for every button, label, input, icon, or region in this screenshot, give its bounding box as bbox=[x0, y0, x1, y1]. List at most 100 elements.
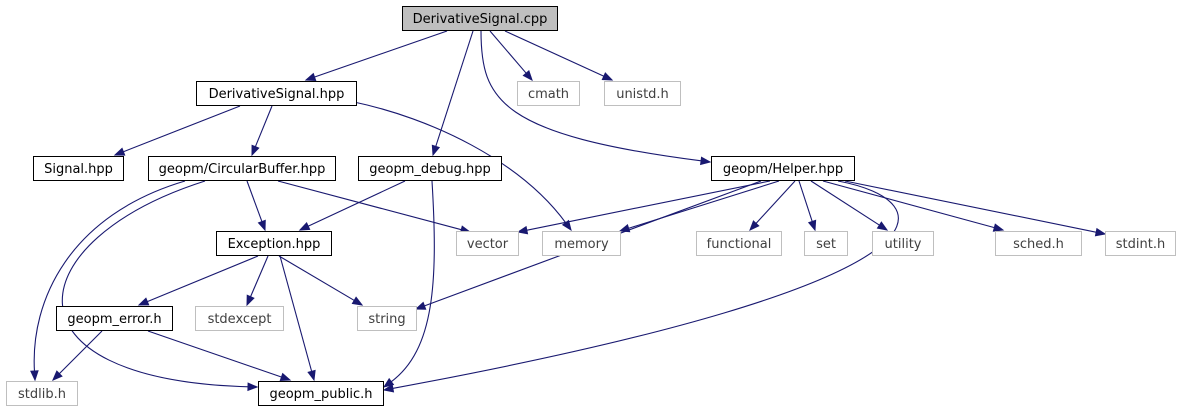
edge-arrowhead bbox=[351, 296, 364, 306]
edge-exception-hpp-to-geopm-public-h bbox=[279, 255, 316, 382]
edge-helper-hpp-to-stdint-h bbox=[844, 180, 1107, 237]
edge-arrowhead bbox=[431, 144, 441, 157]
edge-line bbox=[313, 30, 448, 78]
edge-arrowhead bbox=[382, 377, 395, 388]
edge-helper-hpp-to-geopm-public-h bbox=[382, 180, 899, 393]
edge-line bbox=[278, 255, 356, 302]
edge-line bbox=[307, 180, 406, 228]
node-vector: vector bbox=[456, 231, 519, 256]
node-derivativesignal-cpp[interactable]: DerivativeSignal.cpp bbox=[402, 6, 558, 31]
edge-arrowhead bbox=[700, 156, 712, 166]
edge-line bbox=[822, 180, 996, 229]
node-derivativesignal-hpp[interactable]: DerivativeSignal.hpp bbox=[196, 81, 357, 106]
node-label: geopm/CircularBuffer.hpp bbox=[159, 162, 326, 177]
edge-arrowhead bbox=[382, 384, 395, 393]
edge-arrowhead bbox=[1094, 227, 1107, 237]
edge-line bbox=[810, 180, 881, 227]
node-label: geopm/Helper.hpp bbox=[723, 162, 843, 177]
node-box bbox=[216, 231, 332, 256]
edge-geopm-debug-hpp-to-geopm-public-h bbox=[382, 180, 435, 388]
edge-line bbox=[844, 180, 1098, 233]
edge-arrowhead bbox=[522, 69, 533, 82]
node-box bbox=[196, 81, 357, 106]
node-signal-hpp[interactable]: Signal.hpp bbox=[33, 156, 124, 181]
node-label: stdlib.h bbox=[18, 387, 66, 402]
edge-derivativesignal-cpp-to-cmath bbox=[489, 30, 533, 82]
edge-derivativesignal-cpp-to-derivativesignal-hpp bbox=[304, 30, 448, 81]
edge-circularbuffer-hpp-to-geopm-public-h bbox=[61, 180, 259, 392]
node-label: vector bbox=[467, 237, 509, 252]
node-geopm-public-h[interactable]: geopm_public.h bbox=[258, 381, 384, 406]
node-box bbox=[542, 231, 621, 256]
node-utility: utility bbox=[872, 231, 934, 256]
edge-line bbox=[277, 180, 463, 231]
edge-line bbox=[61, 180, 250, 388]
node-box bbox=[258, 381, 384, 406]
edge-arrowhead bbox=[279, 372, 292, 382]
edge-arrowhead bbox=[749, 220, 760, 231]
edge-arrowhead bbox=[113, 147, 126, 156]
edge-exception-hpp-to-string bbox=[278, 255, 364, 306]
node-memory: memory bbox=[542, 231, 621, 256]
node-box bbox=[402, 6, 558, 31]
edge-arrowhead bbox=[251, 144, 260, 157]
edge-line bbox=[279, 255, 313, 373]
node-label: DerivativeSignal.cpp bbox=[413, 12, 548, 27]
node-label: string bbox=[368, 312, 405, 327]
node-geopm-error-h[interactable]: geopm_error.h bbox=[56, 306, 173, 331]
edge-arrowhead bbox=[298, 222, 311, 231]
node-label: sched.h bbox=[1013, 237, 1064, 252]
node-helper-hpp[interactable]: geopm/Helper.hpp bbox=[711, 156, 855, 181]
edge-line bbox=[755, 180, 796, 225]
node-label: geopm_debug.hpp bbox=[369, 162, 491, 177]
edge-arrowhead bbox=[307, 369, 316, 382]
edge-circularbuffer-hpp-to-stdlib-h bbox=[30, 180, 186, 382]
node-label: DerivativeSignal.hpp bbox=[209, 87, 345, 102]
node-box bbox=[456, 231, 519, 256]
edge-derivativesignal-cpp-to-helper-hpp bbox=[480, 30, 712, 166]
edge-helper-hpp-to-utility bbox=[810, 180, 889, 231]
edge-helper-hpp-to-sched-h bbox=[822, 180, 1005, 232]
edge-circularbuffer-hpp-to-exception-hpp bbox=[246, 180, 266, 232]
edge-derivativesignal-cpp-to-unistd-h bbox=[504, 30, 614, 81]
node-label: stdint.h bbox=[1116, 237, 1165, 252]
node-string: string bbox=[357, 306, 417, 331]
edge-line bbox=[798, 180, 814, 223]
node-label: geopm_error.h bbox=[67, 312, 161, 327]
edge-line bbox=[147, 330, 283, 378]
node-exception-hpp[interactable]: Exception.hpp bbox=[216, 231, 332, 256]
edge-helper-hpp-to-set bbox=[798, 180, 817, 232]
node-unistd-h: unistd.h bbox=[604, 81, 681, 106]
node-box bbox=[696, 231, 782, 256]
edge-arrowhead bbox=[304, 72, 317, 81]
node-box bbox=[148, 156, 336, 181]
node-box bbox=[1105, 231, 1176, 256]
edge-exception-hpp-to-geopm-error-h bbox=[137, 255, 259, 306]
edge-arrowhead bbox=[516, 225, 529, 235]
edge-helper-hpp-to-functional bbox=[749, 180, 796, 231]
edge-line bbox=[254, 105, 273, 148]
edge-derivativesignal-cpp-to-geopm-debug-hpp bbox=[431, 30, 474, 157]
node-stdexcept: stdexcept bbox=[195, 306, 284, 331]
edge-arrowhead bbox=[807, 219, 817, 232]
node-set: set bbox=[804, 231, 848, 256]
node-label: Signal.hpp bbox=[44, 162, 113, 177]
node-box bbox=[517, 81, 580, 106]
edge-arrowhead bbox=[414, 301, 427, 310]
edge-line bbox=[33, 180, 186, 373]
node-stdint-h: stdint.h bbox=[1105, 231, 1176, 256]
edge-line bbox=[525, 180, 771, 231]
node-label: Exception.hpp bbox=[228, 237, 321, 252]
edge-arrowhead bbox=[30, 370, 39, 382]
edge-geopm-error-h-to-geopm-public-h bbox=[147, 330, 292, 382]
node-label: utility bbox=[885, 237, 922, 252]
node-label: functional bbox=[707, 237, 772, 252]
node-label: stdexcept bbox=[208, 312, 272, 327]
node-geopm-debug-hpp[interactable]: geopm_debug.hpp bbox=[358, 156, 502, 181]
edge-arrowhead bbox=[137, 297, 150, 306]
node-circularbuffer-hpp[interactable]: geopm/CircularBuffer.hpp bbox=[148, 156, 336, 181]
node-stdlib-h: stdlib.h bbox=[6, 381, 78, 406]
node-box bbox=[56, 306, 173, 331]
node-label: memory bbox=[554, 237, 609, 252]
edge-arrowhead bbox=[247, 382, 259, 392]
